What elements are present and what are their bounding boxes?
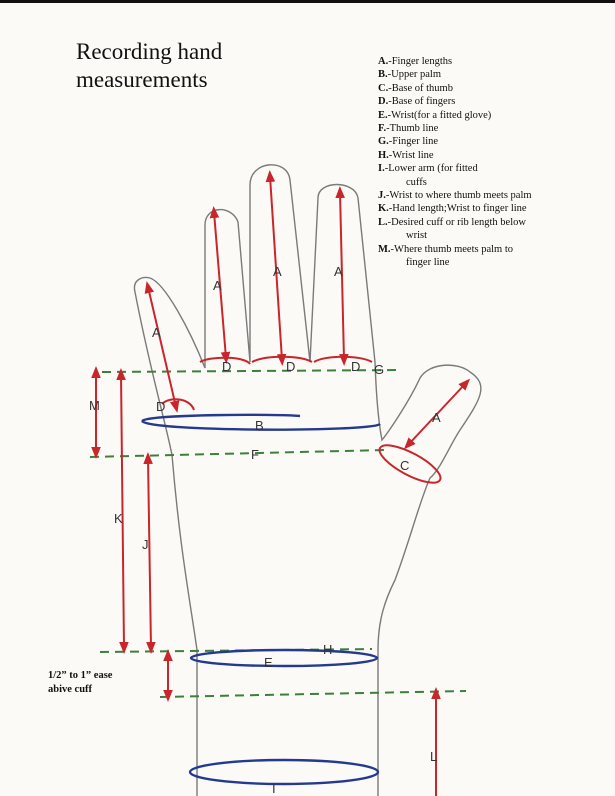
legend-item-i: I.-Lower arm (for fitted bbox=[378, 162, 612, 175]
legend-text: -Finger lengths bbox=[388, 56, 453, 67]
finger-length-arrow-4 bbox=[335, 186, 349, 366]
legend-text: -Hand length;Wrist to finger line bbox=[388, 203, 527, 215]
diagram-letters: A A A A A D D D D G B F C M K J H E I L bbox=[89, 264, 441, 796]
label-b: B bbox=[255, 418, 264, 433]
label-a-1: A bbox=[152, 325, 161, 340]
ease-note-line-1: 1/2” to 1” ease bbox=[48, 670, 113, 681]
legend-key: A. bbox=[378, 56, 389, 67]
i-lower-arm bbox=[188, 758, 380, 786]
red-arrows bbox=[91, 170, 471, 796]
legend-key: K. bbox=[378, 203, 389, 215]
legend-item-b: B.-Upper palm bbox=[378, 68, 612, 81]
legend-item-continuation: wrist bbox=[406, 230, 427, 242]
legend-item-c: C.-Base of thumb bbox=[378, 82, 612, 95]
legend-item-h: H.-Wrist line bbox=[378, 149, 612, 162]
j-arrow bbox=[143, 452, 156, 654]
legend-key: C. bbox=[378, 82, 389, 94]
thumb-line-f bbox=[89, 449, 386, 458]
thumb-length-arrow bbox=[403, 378, 471, 450]
d-arc-1 bbox=[161, 398, 195, 411]
label-a-3: A bbox=[273, 264, 282, 279]
legend-item-continuation: finger line bbox=[406, 257, 450, 269]
label-e: E bbox=[264, 655, 273, 670]
d-arc-3 bbox=[251, 355, 313, 363]
k-arrow bbox=[116, 368, 129, 654]
legend-text: -Lower arm (for fitted bbox=[384, 163, 478, 175]
legend-text: -Wrist(for a fitted glove) bbox=[387, 109, 492, 121]
blue-measures bbox=[141, 413, 381, 786]
d-arc-2 bbox=[199, 356, 251, 365]
label-a-thumb: A bbox=[432, 410, 441, 425]
label-l: L bbox=[430, 749, 437, 764]
legend-item-g: G.-Finger line bbox=[378, 135, 612, 148]
finger-length-arrow-2 bbox=[209, 206, 231, 364]
title-line-2: measurements bbox=[76, 67, 208, 92]
title-line-1: Recording hand bbox=[76, 39, 223, 64]
legend-key: L. bbox=[378, 216, 388, 228]
legend-item-j: J.-Wrist to where thumb meets palm bbox=[378, 189, 612, 202]
label-j: J bbox=[142, 537, 149, 552]
legend-item-k: K.-Hand length;Wrist to finger line bbox=[378, 202, 612, 215]
legend-key: F. bbox=[378, 123, 387, 135]
b-upper-palm bbox=[141, 419, 381, 431]
top-edge-bar bbox=[0, 0, 615, 3]
legend-text: -Wrist to where thumb meets palm bbox=[385, 190, 532, 202]
label-h: H bbox=[323, 642, 332, 657]
legend-text: -Wrist line bbox=[388, 149, 434, 161]
page-title: Recording hand measurements bbox=[76, 38, 222, 94]
label-d-1: D bbox=[156, 399, 165, 414]
label-a-4: A bbox=[334, 264, 343, 279]
label-d-2: D bbox=[222, 359, 231, 374]
legend-key: I. bbox=[378, 163, 385, 175]
e-wrist bbox=[189, 648, 379, 668]
legend-key: E. bbox=[378, 109, 388, 121]
legend-item-e: E.-Wrist(for a fitted glove) bbox=[378, 109, 612, 122]
b-upper-palm-top bbox=[141, 413, 301, 423]
label-a-2: A bbox=[213, 278, 222, 293]
legend-text: -Upper palm bbox=[387, 69, 441, 81]
label-i: I bbox=[272, 781, 276, 796]
label-d-3: D bbox=[286, 359, 295, 374]
legend-text: -Base of fingers bbox=[388, 96, 456, 108]
ease-note-line-2: abive cuff bbox=[48, 684, 93, 695]
legend-key: D. bbox=[378, 96, 389, 108]
finger-length-arrow-1 bbox=[144, 281, 180, 413]
label-k: K bbox=[114, 511, 123, 526]
legend-item-a: A.-Finger lengths bbox=[378, 55, 612, 68]
legend-text: -Base of thumb bbox=[388, 82, 453, 94]
legend-key: B. bbox=[378, 69, 388, 81]
label-m: M bbox=[89, 398, 100, 413]
legend-key: M. bbox=[378, 243, 391, 255]
legend-text: -Desired cuff or rib length below bbox=[387, 216, 526, 228]
legend-item-m: M.-Where thumb meets palm to bbox=[378, 243, 612, 256]
label-f: F bbox=[251, 447, 259, 462]
label-g: G bbox=[374, 362, 384, 377]
ease-note: 1/2” to 1” ease abive cuff bbox=[48, 669, 112, 697]
cuff-line bbox=[159, 690, 467, 698]
legend-text: -Where thumb meets palm to bbox=[390, 243, 514, 255]
legend-key: G. bbox=[378, 136, 389, 148]
legend-key: H. bbox=[378, 149, 389, 161]
legend-text: -Finger line bbox=[388, 136, 439, 148]
legend-key: J. bbox=[378, 190, 386, 202]
legend-item-continuation: cuffs bbox=[406, 176, 427, 188]
d-arc-4 bbox=[313, 355, 373, 363]
label-d-4: D bbox=[351, 359, 360, 374]
label-c: C bbox=[400, 458, 409, 473]
hand-outline bbox=[133, 164, 482, 796]
finger-length-arrow-3 bbox=[265, 170, 287, 366]
legend-item-d: D.-Base of fingers bbox=[378, 95, 612, 108]
legend-text: -Thumb line bbox=[386, 123, 439, 135]
legend-item-f: F.-Thumb line bbox=[378, 122, 612, 135]
legend-item-l: L.-Desired cuff or rib length below bbox=[378, 216, 612, 229]
c-ellipse bbox=[378, 444, 442, 484]
